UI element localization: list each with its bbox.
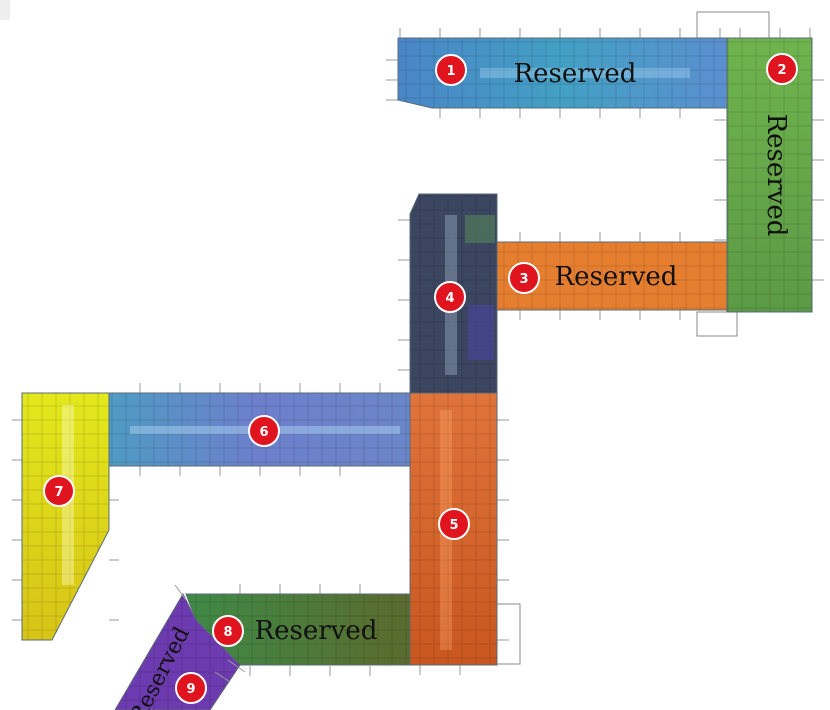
section-8[interactable] xyxy=(185,593,411,666)
section-1[interactable] xyxy=(397,37,729,109)
marker-9-number: 9 xyxy=(186,682,195,697)
section-9-ticks xyxy=(174,584,246,683)
corner-artifact xyxy=(0,0,10,20)
section-2-label: Reserved xyxy=(761,114,791,237)
marker-4-number: 4 xyxy=(445,291,454,306)
marker-8-number: 8 xyxy=(223,625,232,640)
outline-box-bottom xyxy=(493,603,521,665)
marker-8[interactable]: 8 xyxy=(212,615,244,647)
section-8-label: Reserved xyxy=(255,616,378,646)
marker-5-number: 5 xyxy=(449,518,458,533)
marker-6-number: 6 xyxy=(259,425,268,440)
marker-9[interactable]: 9 xyxy=(175,672,207,704)
section-7[interactable] xyxy=(21,392,110,641)
marker-1[interactable]: 1 xyxy=(435,54,467,86)
marker-3[interactable]: 3 xyxy=(508,262,540,294)
marker-2-number: 2 xyxy=(777,63,786,78)
section-3-label: Reserved xyxy=(555,262,678,292)
marker-7-number: 7 xyxy=(54,485,63,500)
marker-7[interactable]: 7 xyxy=(43,475,75,507)
section-1-label: Reserved xyxy=(514,59,637,89)
wall-ticks xyxy=(12,28,824,676)
marker-4[interactable]: 4 xyxy=(434,281,466,313)
section-2[interactable] xyxy=(726,37,813,313)
outline-box-mid xyxy=(696,311,738,337)
marker-1-number: 1 xyxy=(446,64,455,79)
marker-2[interactable]: 2 xyxy=(766,53,798,85)
section-9[interactable] xyxy=(114,592,241,710)
outline-box-top xyxy=(696,11,770,41)
marker-3-number: 3 xyxy=(519,272,528,287)
marker-6[interactable]: 6 xyxy=(248,415,280,447)
marker-5[interactable]: 5 xyxy=(438,508,470,540)
